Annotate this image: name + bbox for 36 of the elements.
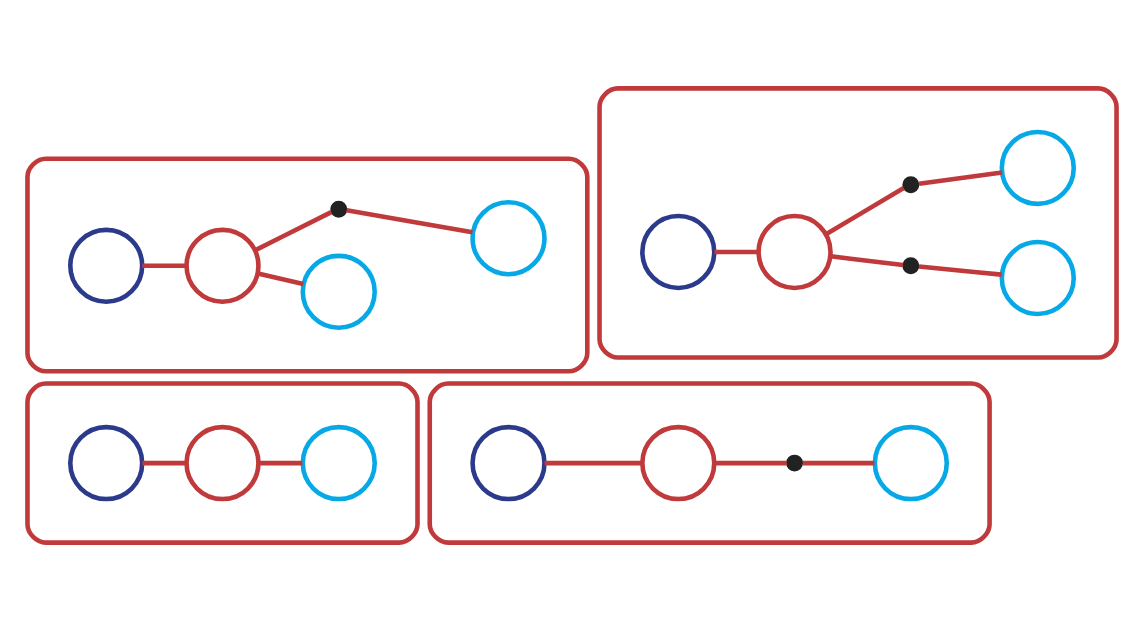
connector — [802, 460, 875, 465]
connector — [253, 209, 333, 252]
connector — [346, 207, 473, 234]
cluster — [597, 85, 1119, 360]
cluster — [427, 380, 992, 545]
connector — [714, 460, 787, 465]
cluster — [25, 155, 590, 374]
connector — [830, 253, 904, 267]
node-circle — [68, 227, 145, 304]
connector — [825, 185, 905, 236]
connector — [918, 169, 1003, 186]
connector — [257, 270, 304, 286]
node-circle — [68, 424, 145, 501]
connector — [714, 249, 759, 254]
node-circle — [184, 424, 261, 501]
node-circle — [470, 424, 547, 501]
node-circle — [999, 129, 1076, 206]
connector — [142, 263, 187, 268]
connector — [918, 263, 1002, 277]
node-circle — [756, 213, 833, 290]
node-dot — [902, 256, 920, 274]
node-circle — [470, 199, 547, 276]
node-dot — [786, 454, 804, 472]
connector — [544, 460, 643, 465]
node-circle — [872, 424, 950, 501]
node-circle — [184, 227, 261, 304]
node-circle — [300, 253, 377, 330]
node-circle — [300, 424, 377, 501]
node-circle — [640, 424, 717, 501]
connector — [142, 460, 187, 465]
node-circle — [640, 213, 717, 290]
node-dot — [902, 175, 920, 193]
node-circle — [999, 239, 1076, 316]
node-dot — [330, 200, 348, 218]
cluster — [25, 380, 420, 545]
connector — [258, 460, 303, 465]
